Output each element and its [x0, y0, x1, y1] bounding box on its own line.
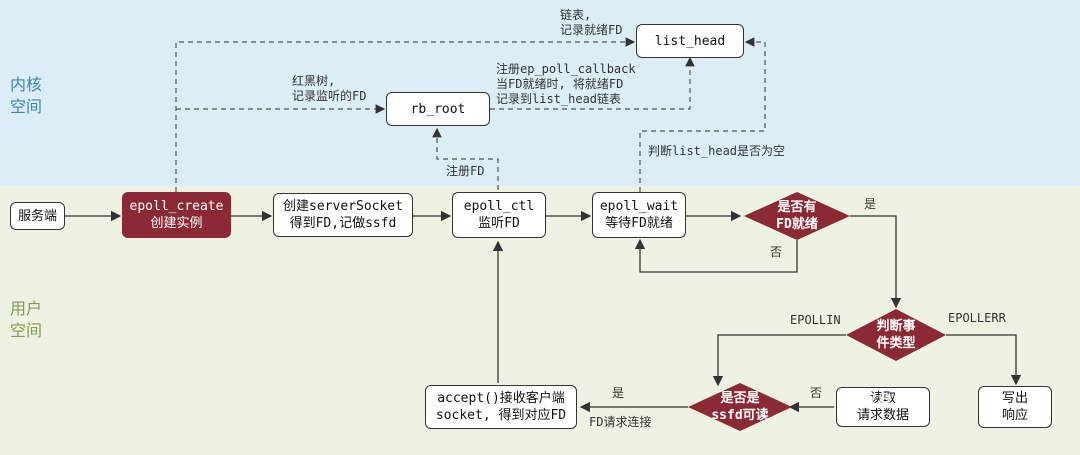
edge-epollin [712, 334, 846, 387]
label-fd-request: FD请求连接 [589, 415, 652, 429]
kernel-space-label: 内核 空间 [10, 75, 43, 116]
decision-has-fd: 是否有 FD就绪 [776, 200, 818, 232]
decision-event-type-shape [846, 309, 946, 361]
label-epollerr: EPOLLERR [948, 311, 1006, 325]
kernel-space-zone [0, 0, 1080, 186]
label-yes-2: 是 [612, 386, 625, 400]
label-yes-1: 是 [864, 197, 877, 211]
decision-is-ssfd-shape [688, 383, 792, 431]
edge-callback-listhead [490, 56, 695, 110]
note-rbtree: 红黑树, 记录监听的FD [292, 74, 367, 103]
node-epoll-create: epoll_create 创建实例 [122, 192, 231, 238]
edge-no-loop [634, 238, 798, 273]
node-epoll-wait: epoll_wait 等待FD就绪 [592, 192, 686, 238]
user-space-label: 用户 空间 [10, 299, 43, 340]
edge-create-listhead [175, 37, 636, 192]
edge-epollerr [946, 334, 1022, 386]
label-no-1: 否 [770, 245, 783, 259]
watermark: Java [842, 386, 893, 411]
decision-event-type: 判断事 件类型 [876, 319, 916, 351]
node-rb-root: rb_root [386, 92, 490, 126]
edge-ctl-rbroot [432, 127, 499, 190]
note-register-callback: 注册ep_poll_callback 当FD就绪时, 将就绪FD 记录到list… [496, 62, 636, 106]
decision-is-ssfd: 是否是 ssfd可读 [711, 391, 769, 423]
note-check-list: 判断list_head是否为空 [648, 144, 786, 158]
node-read: 读取 请求数据 [836, 387, 930, 427]
node-create-socket: 创建serverSocket 得到FD,记做ssfd [273, 193, 413, 237]
note-linked-list: 链表, 记录就绪FD [560, 8, 623, 37]
edge-wait-listhead [639, 37, 766, 192]
node-write: 写出 响应 [978, 386, 1052, 428]
decision-has-fd-shape [744, 192, 850, 240]
node-server: 服务端 [10, 202, 65, 230]
edge-yes-event [850, 215, 902, 309]
node-list-head: list_head [636, 24, 744, 58]
label-no-2: 否 [810, 386, 823, 400]
node-epoll-ctl: epoll_ctl 监听FD [452, 192, 546, 238]
node-accept: accept()接收客户端 socket, 得到对应FD [425, 385, 577, 429]
note-register-fd: 注册FD [446, 164, 485, 178]
label-epollin: EPOLLIN [790, 313, 841, 327]
